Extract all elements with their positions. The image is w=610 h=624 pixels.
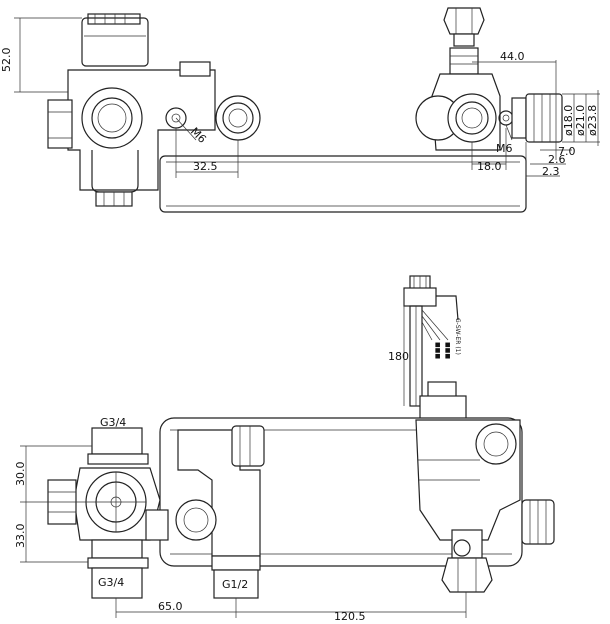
wire-label-a: ■■■	[434, 342, 441, 359]
m6-label-right: M6	[496, 142, 513, 155]
bottom-view: G-SW-ER (1) ■■■ ■■■ 180	[14, 275, 555, 623]
dim-d18-label: ø18.0	[562, 105, 575, 136]
dim-d238-label: ø23.8	[586, 105, 599, 136]
top-right-view: 44.0 ø18.0 ø21.0 ø23.8 7.0 2.6 2.3 M6 18…	[415, 7, 600, 178]
cable-text: G-SW-ER (1)	[454, 318, 461, 355]
dim-30-label: 30.0	[14, 462, 27, 487]
dim-18-label: 18.0	[477, 160, 502, 173]
dim-1205-label: 120.5	[334, 610, 366, 623]
g34-top-label: G3/4	[100, 416, 126, 429]
g34-bottom-label: G3/4	[98, 576, 124, 589]
dim-7-label: 7.0	[558, 145, 576, 158]
dim-44-label: 44.0	[500, 50, 525, 63]
dim-26-label: 2.6	[548, 153, 566, 166]
dim-height-label: 52.0	[0, 48, 13, 73]
dim-65-label: 65.0	[158, 600, 183, 613]
dim-23-label: 2.3	[542, 165, 560, 178]
dim-d21-label: ø21.0	[574, 105, 587, 136]
dim-32-label: 32.5	[193, 160, 218, 173]
dim-33-label: 33.0	[14, 524, 27, 549]
g12-label: G1/2	[222, 578, 248, 591]
cable-length-label: 180	[388, 350, 409, 363]
top-left-view: 52.0 M6 32.5	[0, 13, 527, 213]
wire-label-b: ■■■	[444, 342, 451, 359]
